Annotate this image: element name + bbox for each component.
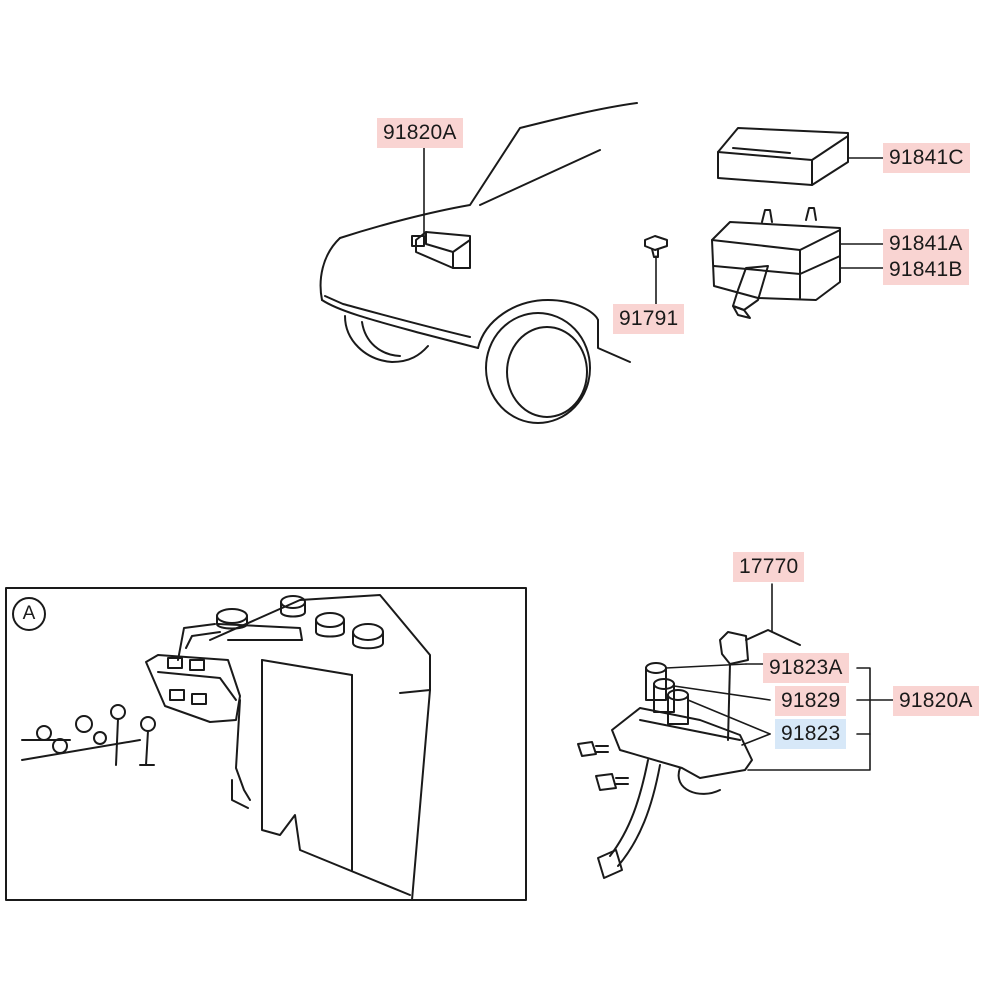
callout-17770[interactable]: 17770 (733, 552, 805, 582)
fuse-box-cover (717, 127, 849, 186)
battery-detail (21, 594, 431, 901)
leader-lines-top (423, 147, 886, 306)
callout-91820a-right[interactable]: 91820A (893, 686, 979, 716)
callout-91823a[interactable]: 91823A (763, 653, 849, 683)
callout-91841b[interactable]: 91841B (883, 255, 969, 285)
callout-91820a-top[interactable]: 91820A (377, 118, 463, 148)
detail-a-marker: A (12, 597, 46, 631)
vehicle-outline (319, 102, 638, 424)
fuse-box (711, 207, 841, 319)
callout-91841a[interactable]: 91841A (883, 229, 969, 259)
bolt-part (644, 235, 668, 258)
callout-91829[interactable]: 91829 (775, 686, 847, 716)
callout-91791[interactable]: 91791 (613, 304, 685, 334)
detail-frame (5, 587, 527, 901)
fusible-link-assembly (577, 629, 801, 879)
hood-relay (411, 231, 471, 269)
callout-91841c[interactable]: 91841C (883, 143, 970, 173)
callout-91823[interactable]: 91823 (775, 719, 847, 749)
